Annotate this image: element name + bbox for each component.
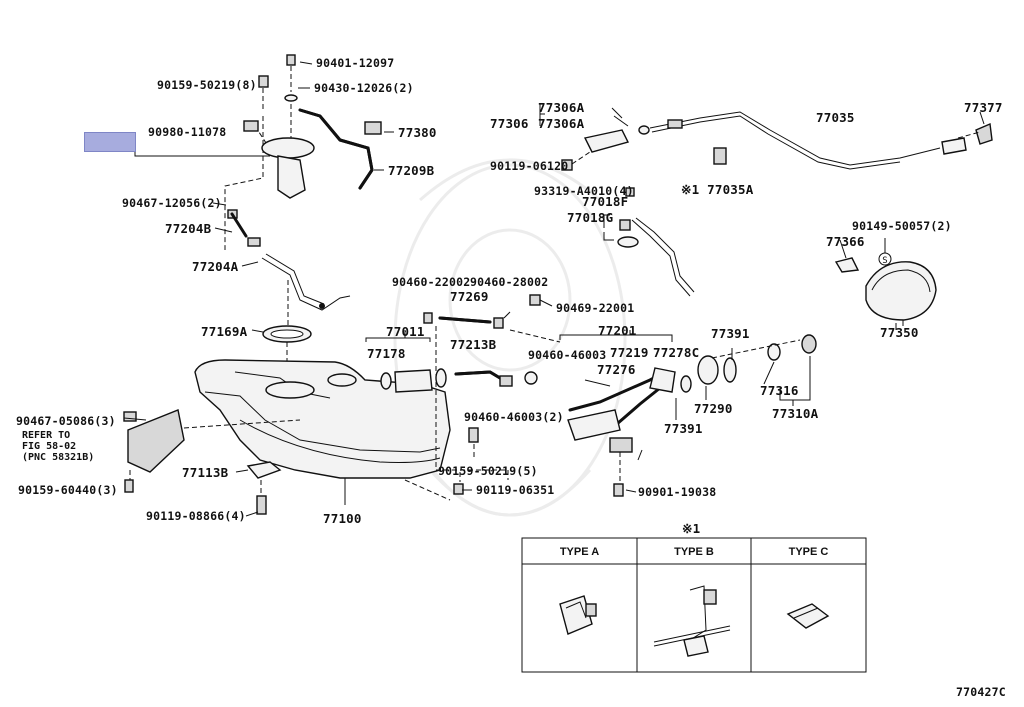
- part-label-77018f[interactable]: 77018F: [582, 194, 629, 209]
- part-label-77276[interactable]: 77276: [597, 362, 636, 377]
- tank-protector-group: [123, 409, 301, 515]
- part-label-90467-05086-3[interactable]: 90467-05086(3): [16, 414, 116, 428]
- part-label-77213b[interactable]: 77213B: [450, 337, 497, 352]
- part-label-90460-28002[interactable]: 90460-28002: [470, 275, 549, 289]
- part-label-90460-46003[interactable]: 90460-46003: [528, 348, 607, 362]
- part-label-77316[interactable]: 77316: [760, 383, 799, 398]
- part-label-90901-19038[interactable]: 90901-19038: [638, 485, 717, 499]
- part-label-77201[interactable]: 77201: [598, 323, 637, 338]
- cap-77310a-shape: [801, 334, 817, 354]
- filler-pipe-group: [559, 330, 817, 497]
- part-label-77306a-top[interactable]: 77306A: [538, 100, 585, 115]
- leader-lines: [123, 61, 985, 517]
- filler-hoses-group: [365, 294, 561, 495]
- part-label-77018g[interactable]: 77018G: [567, 210, 614, 225]
- part-label-90159-50219-8[interactable]: 90159-50219(8): [157, 78, 257, 92]
- part-label-77366[interactable]: 77366: [826, 234, 865, 249]
- part-label-77306[interactable]: 77306: [490, 116, 529, 131]
- part-label-90460-46003-2[interactable]: 90460-46003(2): [464, 410, 564, 424]
- refer-note-line1: REFER TO: [22, 430, 71, 441]
- part-label-77391-b[interactable]: 77391: [664, 421, 703, 436]
- part-label-90401-12097[interactable]: 90401-12097: [316, 56, 395, 70]
- lever-77306-shape: [583, 129, 630, 153]
- pump-body-shape: [277, 155, 306, 199]
- handle-77377-shape: [975, 122, 993, 145]
- pump-assembly-group: [134, 54, 382, 390]
- type-b-header: TYPE B: [674, 546, 714, 558]
- svg-text:S: S: [882, 256, 887, 266]
- protector-shape: [127, 409, 185, 473]
- type-detail-table: [521, 537, 867, 673]
- pad-77113b-shape: [246, 461, 282, 479]
- part-label-90119-06120[interactable]: 90119-06120: [490, 159, 569, 173]
- lid-opener-group: [539, 104, 993, 297]
- refer-note-line3: (PNC 58321B): [22, 452, 95, 463]
- bolt-90159-shape: [258, 75, 269, 88]
- type-c-header: TYPE C: [788, 546, 829, 558]
- fuel-lid-group: S: [834, 238, 937, 326]
- part-label-77035a[interactable]: ※1 77035A: [681, 182, 754, 197]
- bolt-90980-shape: [243, 120, 259, 132]
- part-label-90119-06351[interactable]: 90119-06351: [476, 483, 555, 497]
- part-label-77278c[interactable]: 77278C: [653, 345, 700, 360]
- type-a-header: TYPE A: [559, 546, 600, 558]
- part-label-77377[interactable]: 77377: [964, 100, 1003, 115]
- part-label-77380[interactable]: 77380: [398, 125, 437, 140]
- part-label-77100[interactable]: 77100: [323, 511, 362, 526]
- part-label-77113b[interactable]: 77113B: [182, 465, 229, 480]
- part-label-77035[interactable]: 77035: [816, 110, 855, 125]
- part-label-77209b[interactable]: 77209B: [388, 163, 435, 178]
- part-label-77011[interactable]: 77011: [386, 324, 425, 339]
- clip-77380-shape: [364, 121, 382, 135]
- bracket-shape: [609, 437, 633, 453]
- drawing-code: 770427C: [956, 685, 1006, 699]
- part-label-90159-60440-3[interactable]: 90159-60440(3): [18, 483, 118, 497]
- part-label-93319-a4010-4[interactable]: 93319-A4010(4): [534, 184, 634, 198]
- refer-note-line2: FIG 58-02: [22, 441, 77, 452]
- neck-77290-shape: [697, 355, 719, 385]
- hose-77011-shape: [394, 369, 433, 393]
- part-label-90430-12026-2[interactable]: 90430-12026(2): [314, 81, 414, 95]
- part-label-77169a[interactable]: 77169A: [201, 324, 248, 339]
- detail-table-marker: ※1: [682, 521, 701, 536]
- part-label-90149-50057-2[interactable]: 90149-50057(2): [852, 219, 952, 233]
- part-label-77269[interactable]: 77269: [450, 289, 489, 304]
- part-label-77391-a[interactable]: 77391: [711, 326, 750, 341]
- part-label-90469-22001[interactable]: 90469-22001: [556, 301, 635, 315]
- part-label-77204a[interactable]: 77204A: [192, 259, 239, 274]
- part-label-90159-50219-5[interactable]: 90159-50219(5): [438, 464, 538, 478]
- part-label-90119-08866-4[interactable]: 90119-08866(4): [146, 509, 246, 523]
- washer-shape: [284, 94, 298, 102]
- part-label-77219[interactable]: 77219: [610, 345, 649, 360]
- part-label-90460-22002[interactable]: 90460-22002: [392, 275, 471, 289]
- bolt-90401-shape: [286, 54, 296, 66]
- part-label-77310a[interactable]: 77310A: [772, 406, 819, 421]
- pump-flange-shape: [261, 137, 315, 159]
- watermark: [393, 158, 627, 517]
- part-label-77306a[interactable]: 77306A: [538, 116, 585, 131]
- highlight-box[interactable]: [84, 132, 136, 152]
- part-label-90467-12056-2[interactable]: 90467-12056(2): [122, 196, 222, 210]
- part-label-90980-11078[interactable]: 90980-11078: [148, 125, 227, 139]
- part-label-77290[interactable]: 77290: [694, 401, 733, 416]
- part-label-77178[interactable]: 77178: [367, 346, 406, 361]
- clamp-shape: [247, 237, 261, 247]
- part-label-77350[interactable]: 77350: [880, 325, 919, 340]
- part-label-77204b[interactable]: 77204B: [165, 221, 212, 236]
